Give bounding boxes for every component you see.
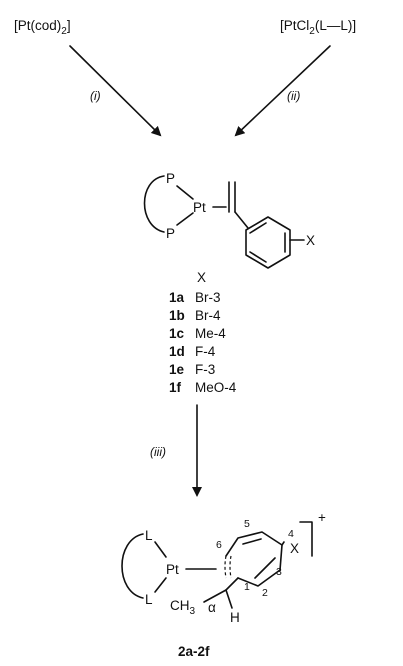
ligand-top-atom: L [145, 528, 153, 543]
reagent-pt-cod: [Pt(cod)2] [14, 18, 71, 37]
ring-number-5: 5 [244, 518, 250, 530]
ligand-bottom-atom: L [145, 592, 153, 607]
hydrogen-atom: H [230, 610, 240, 625]
x-column-header: X [197, 270, 206, 285]
step-ii-label: (ii) [287, 89, 300, 103]
step-iii-label: (iii) [150, 445, 166, 459]
compound-substituent: F-3 [195, 362, 215, 377]
complex-1-structure: P P Pt X [143, 171, 315, 269]
ring-number-6: 6 [216, 539, 222, 551]
charge-plus: + [318, 510, 326, 525]
ring-number-1: 1 [244, 581, 250, 593]
reagent-ptcl2-ll: [PtCl2(L—L)] [280, 18, 356, 37]
substituent-x-1: X [306, 233, 315, 248]
compound-id: 1f [169, 380, 182, 395]
compound-substituent: Me-4 [195, 326, 226, 341]
compound-id: 1b [169, 308, 185, 323]
compound-substituent: Br-4 [195, 308, 221, 323]
phosphine-top-atom: P [166, 171, 175, 186]
benzene-ring-1 [245, 216, 291, 269]
compound-substituent: F-4 [195, 344, 216, 359]
methyl-group: CH3 [170, 598, 196, 617]
compound-list: 1a Br-3 1b Br-4 1c Me-4 1d F-4 1e F-3 1f… [169, 290, 237, 395]
compound-substituent: MeO-4 [195, 380, 237, 395]
complex-2-structure: L L Pt X + 6 5 4 3 2 1 CH3 α H [121, 510, 326, 625]
ring-number-2: 2 [262, 587, 268, 599]
arrow-step-i [69, 45, 162, 137]
phosphine-bottom-atom: P [166, 226, 175, 241]
compound-substituent: Br-3 [195, 290, 221, 305]
compound-id: 1e [169, 362, 185, 377]
platinum-atom-2: Pt [166, 562, 179, 577]
substituent-x-2: X [290, 541, 299, 556]
compound-id: 1d [169, 344, 185, 359]
alpha-label: α [208, 600, 216, 615]
product-label: 2a-2f [178, 644, 210, 659]
ring-number-4: 4 [288, 528, 294, 540]
compound-id: 1a [169, 290, 185, 305]
step-i-label: (i) [90, 89, 101, 103]
arrow-step-ii [234, 45, 331, 137]
platinum-atom-1: Pt [193, 200, 206, 215]
compound-id: 1c [169, 326, 185, 341]
ring-number-3: 3 [276, 566, 282, 578]
